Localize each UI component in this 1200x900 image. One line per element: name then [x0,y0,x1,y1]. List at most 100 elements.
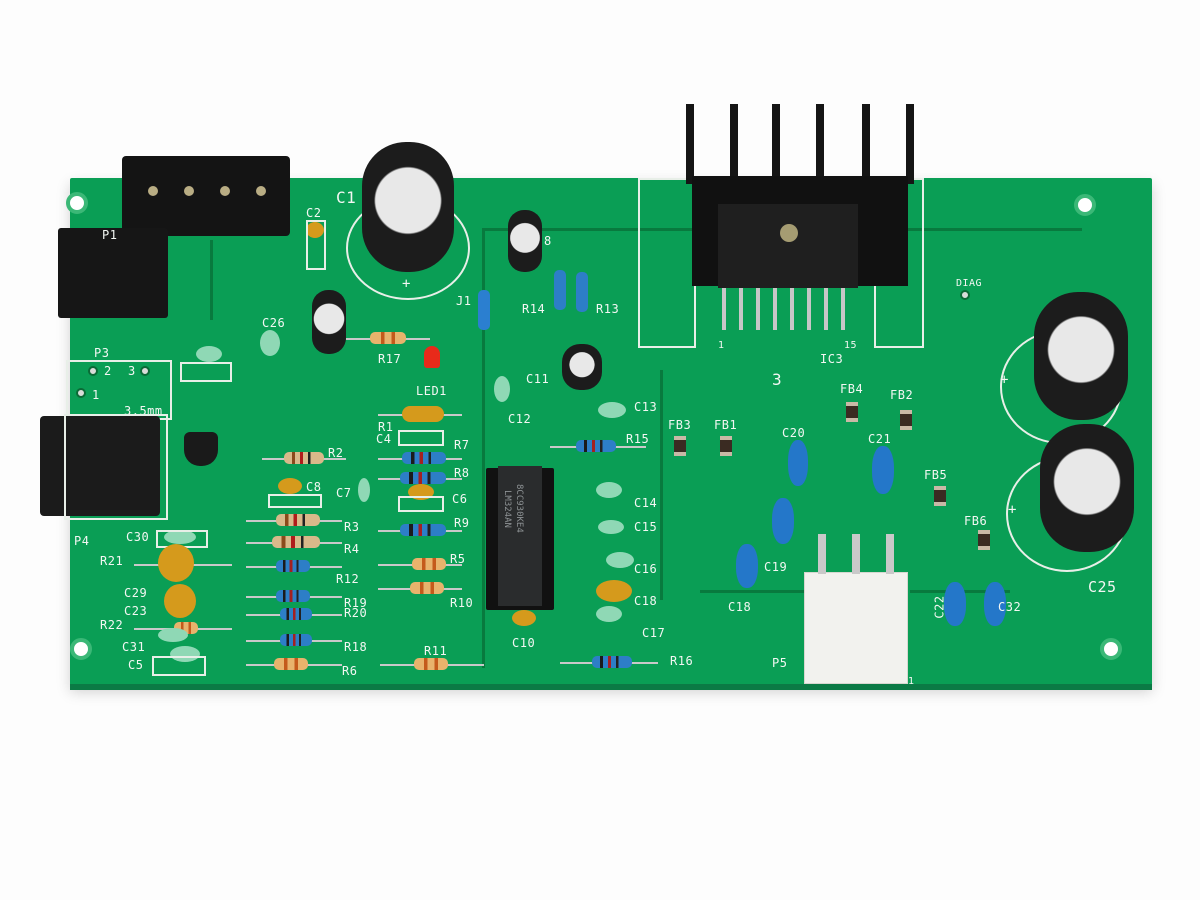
r6-label: R6 [342,664,358,678]
c6-outline [398,496,444,512]
fb1-ferrite-bead [720,436,732,456]
r1-c4-tantalum [402,406,444,422]
r3-label: R3 [344,520,360,534]
c17-tantalum-capacitor [596,580,632,602]
c17-label: C18 [634,594,658,608]
electrolytic-capacitor-upper [1034,292,1128,420]
lm324-opamp-ic: 8CC930KE4 LM324AN [498,466,542,606]
c26-label: C26 [262,316,286,330]
fb6-ferrite-bead [978,530,990,550]
heatsink-fin [906,104,914,184]
c5-label: C5 [128,658,144,672]
fb1-label: FB1 [714,418,738,432]
p3-pin-1-label: 1 [92,388,100,402]
c30-tantalum-capacitor [158,544,194,582]
ic3-power-amplifier [718,204,858,288]
capacitor-outline [180,362,232,382]
p5-power-connector [804,572,908,684]
r22-label: R22 [100,618,124,632]
c16-label: C17 [642,626,666,640]
c15-label: C16 [634,562,658,576]
c16-ceramic-capacitor [596,606,622,622]
c14-label: C15 [634,520,658,534]
c25-label: C25 [1088,578,1117,596]
c31-ceramic-capacitor [164,530,196,544]
led1-red-led [424,346,440,368]
p4-outline [64,414,168,520]
trace [482,228,485,668]
c11-label: C11 [526,372,550,386]
c10-label: C10 [512,636,536,650]
r14-label: R14 [522,302,546,316]
c1-plus-mark: + [402,276,411,292]
c7-label: C7 [336,486,352,500]
fb3-label: FB3 [668,418,692,432]
r11-resistor [414,658,448,670]
fb2-ferrite-bead [900,410,912,430]
c20-ceramic-capacitor [788,440,808,486]
j1-jumper [478,290,490,330]
c15-ceramic-capacitor [606,552,634,568]
fb2-label: FB2 [890,388,914,402]
p1-molex-connector [122,156,290,236]
j1-label: J1 [456,294,472,308]
c8-tantalum-capacitor [278,478,302,494]
r16-resistor [592,656,632,668]
c14-ceramic-capacitor [598,520,624,534]
heatsink-fin [816,104,824,184]
r20-label: R20 [344,606,368,620]
fb5-ferrite-bead [934,486,946,506]
c19-ceramic-capacitor [772,498,794,544]
p1-label: P1 [102,228,118,242]
r1-label: R1 [378,420,394,434]
c8-label: 8 [544,234,552,248]
c26-ceramic-capacitor [260,330,280,356]
c6-label: C6 [452,492,468,506]
r20-resistor [280,608,312,620]
upper-plus-mark: + [1000,372,1009,388]
connector-pin [184,186,194,196]
led1-label: LED1 [416,384,447,398]
c25-electrolytic-capacitor [1040,424,1134,552]
r15-label: R15 [626,432,650,446]
p5-pin1-label: 1 [908,676,915,687]
c29-tantalum-capacitor [164,584,196,618]
c1-electrolytic-capacitor [362,142,454,272]
r7-resistor [402,452,446,464]
r7-label: R7 [454,438,470,452]
r16-label: R16 [670,654,694,668]
p3-label: P3 [94,346,110,360]
r18-resistor [280,634,312,646]
ic3-zone-label: 3 [772,370,783,389]
r12-label: R12 [336,572,360,586]
p3-pin-3-label: 3 [128,364,136,378]
c5-outline [152,656,206,676]
c2-outline [306,220,326,270]
r10-label: R10 [450,596,474,610]
trace [660,370,663,600]
r10-resistor [410,582,444,594]
r5-label: R5 [450,552,466,566]
mounting-hole-top-left [66,192,88,214]
c10-tantalum-capacitor [512,610,536,626]
heatsink-fin [772,104,780,184]
c32-ceramic-capacitor [158,628,188,642]
c31-label: C30 [126,530,150,544]
c18-label: C18 [728,600,752,614]
fb5-label: FB5 [924,468,948,482]
c1-label: C1 [336,188,357,207]
r19-resistor [276,590,310,602]
r2-resistor [284,452,324,464]
r3-resistor [276,514,320,526]
r14-resistor [554,270,566,310]
mounting-hole-top-right [1074,194,1096,216]
electrolytic-capacitor [312,290,346,354]
r13-resistor [576,272,588,312]
fb6-label: FB6 [964,514,988,528]
r15-resistor [576,440,616,452]
diag-label: DIAG [956,278,983,289]
c19-label: C19 [764,560,788,574]
fb3-ferrite-bead [674,436,686,456]
c2-tantalum-capacitor [306,222,324,238]
r4-resistor [272,536,320,548]
